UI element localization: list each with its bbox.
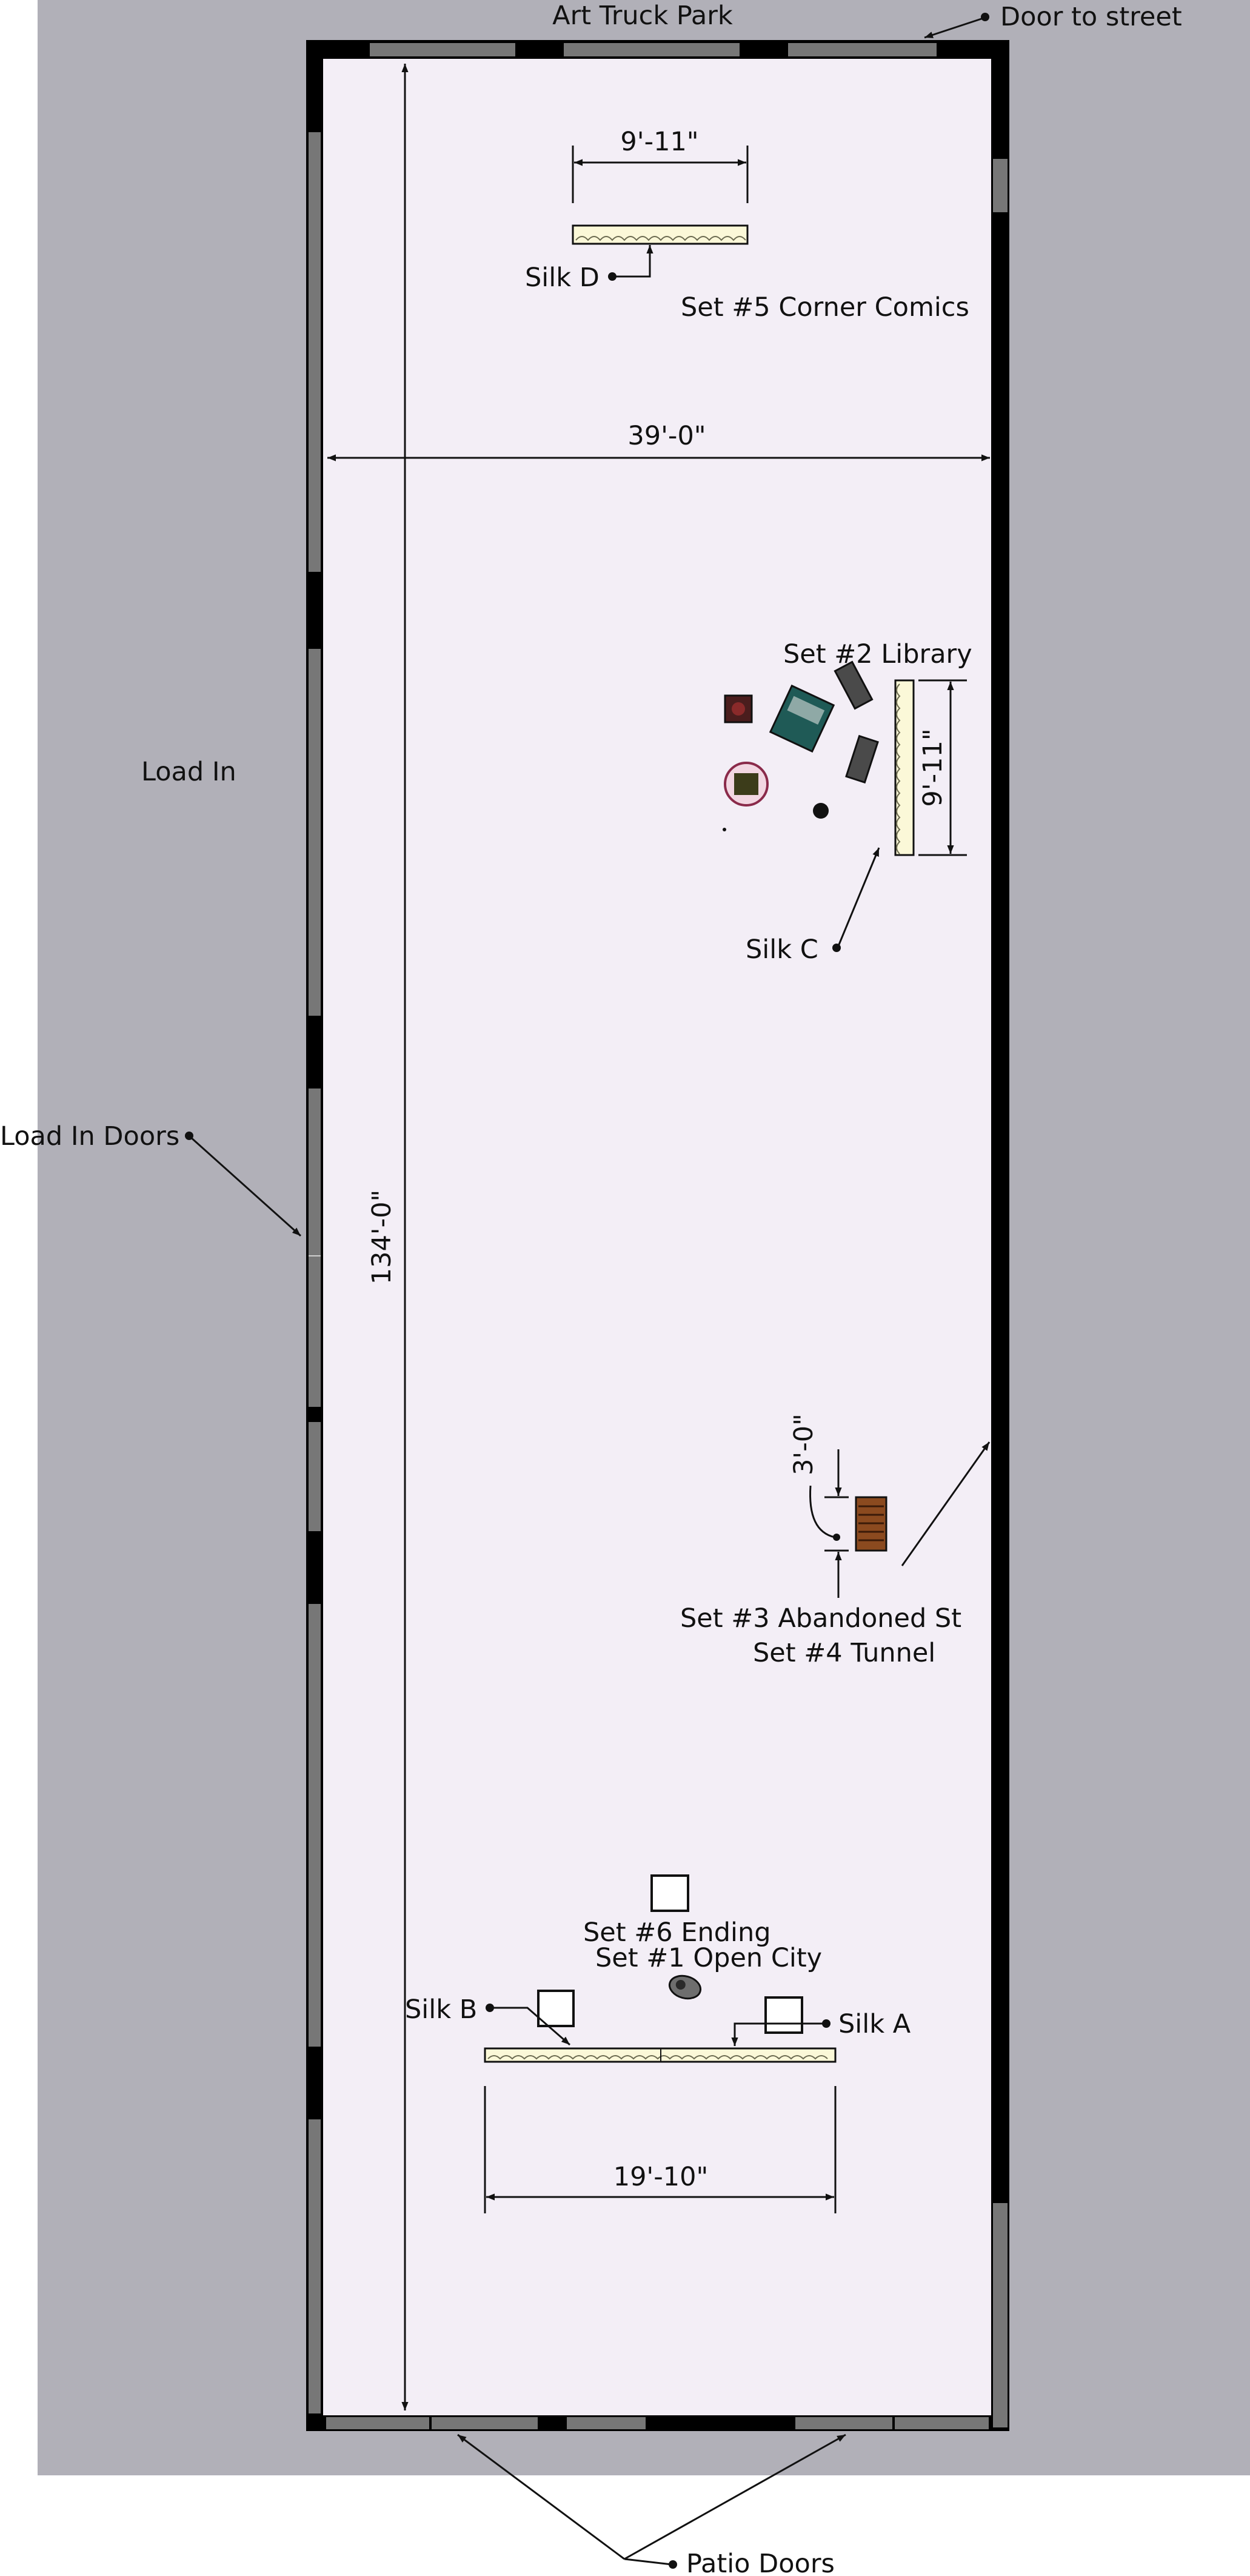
library-prop-green-chair [769, 684, 835, 753]
silk-d-drape [575, 236, 746, 241]
silk-a-label: Silk A [838, 2009, 911, 2039]
patio-doors-leader-stub [624, 2558, 672, 2566]
patio-doors-dot [669, 2560, 677, 2569]
set3-label: Set #3 Abandoned St [680, 1603, 961, 1634]
silk-c-leader [837, 847, 880, 947]
silk-b-label: Silk B [405, 1994, 477, 2025]
set3-gap-dot [833, 1534, 840, 1541]
room-width-dimension: 39'-0" [627, 421, 706, 451]
silk-ab-width-dimension: 19'-10" [613, 2162, 709, 2192]
right-wall-opening [993, 2203, 1008, 2427]
library-prop-bench-upper [834, 660, 874, 710]
left-wall-opening [309, 1604, 321, 2047]
door-to-street-label: Door to street [1000, 2, 1182, 32]
library-prop-bench-lower [845, 734, 879, 784]
top-wall-opening [788, 43, 937, 56]
set5-label: Set #5 Corner Comics [681, 292, 969, 323]
right-wall-opening [993, 159, 1008, 212]
patio-door-right [795, 2417, 892, 2429]
bottom-wall-opening [567, 2417, 646, 2429]
bottom-wall-opening [895, 2417, 989, 2429]
door-to-street-leader [924, 17, 984, 39]
bottom-wall-opening [326, 2417, 429, 2429]
silk-c-label: Silk C [746, 934, 818, 965]
library-props [723, 660, 879, 831]
silk-a-leader [731, 2022, 825, 2046]
patio-doors-leader-left [457, 2433, 625, 2560]
library-prop-round-table-top [734, 773, 758, 795]
silk-a-prop-box [764, 1996, 803, 2034]
wall-openings [309, 43, 1008, 2429]
silk-d-width-dimension: 9'-11" [620, 127, 698, 157]
top-wall-opening [564, 43, 740, 56]
silk-d [572, 224, 749, 245]
set3-gap-dimension: 3'-0" [789, 1414, 819, 1475]
silk-d-dot [608, 272, 617, 281]
top-wall-opening [370, 43, 515, 56]
left-wall-opening [309, 1422, 321, 1531]
set6-label: Set #6 Ending [583, 1917, 771, 1948]
door-to-street-dot [981, 13, 989, 21]
left-wall-opening [309, 132, 321, 572]
set6-prop-box [650, 1874, 689, 1912]
patio-doors-leader-right [624, 2433, 846, 2560]
set3-prop-crate-slats [858, 1505, 884, 1541]
silk-c-drape [896, 683, 901, 854]
load-in-doors-label: Load In Doors [0, 1121, 179, 1152]
library-prop-plant [813, 803, 829, 819]
left-wall-opening [309, 649, 321, 1016]
silk-d-leader [613, 245, 653, 278]
left-wall-opening [309, 2119, 321, 2413]
silk-c-length-dimension: 9'-11" [918, 728, 948, 807]
silk-b-leader [491, 2007, 570, 2046]
set1-label: Set #1 Open City [595, 1943, 822, 1973]
load-in-door-upper [309, 1088, 321, 1255]
silk-ab-drape [487, 2055, 828, 2060]
patio-doors-label: Patio Doors [686, 2549, 835, 2576]
load-in-door-lower [309, 1256, 321, 1407]
load-in-doors-leader [189, 1136, 302, 1237]
silk-b-dot [486, 2004, 494, 2012]
building-floor [323, 59, 991, 2415]
set2-label: Set #2 Library [783, 639, 972, 669]
patio-door-left [432, 2417, 538, 2429]
load-in-label: Load In [141, 757, 236, 787]
library-prop-dot [723, 828, 726, 831]
silk-b-prop-box [537, 1990, 575, 2027]
library-prop-red-box-dot [732, 702, 745, 716]
set3-gap-leader [809, 1485, 835, 1538]
silk-a-dot [822, 2019, 831, 2028]
set1-prop-camera [668, 1974, 702, 2000]
set4-label: Set #4 Tunnel [753, 1638, 935, 1668]
room-length-dimension: 134'-0" [367, 1190, 397, 1285]
silk-d-label: Silk D [525, 263, 600, 293]
set3-wall-leader [901, 1441, 991, 1566]
art-truck-park-label: Art Truck Park [552, 1, 733, 31]
